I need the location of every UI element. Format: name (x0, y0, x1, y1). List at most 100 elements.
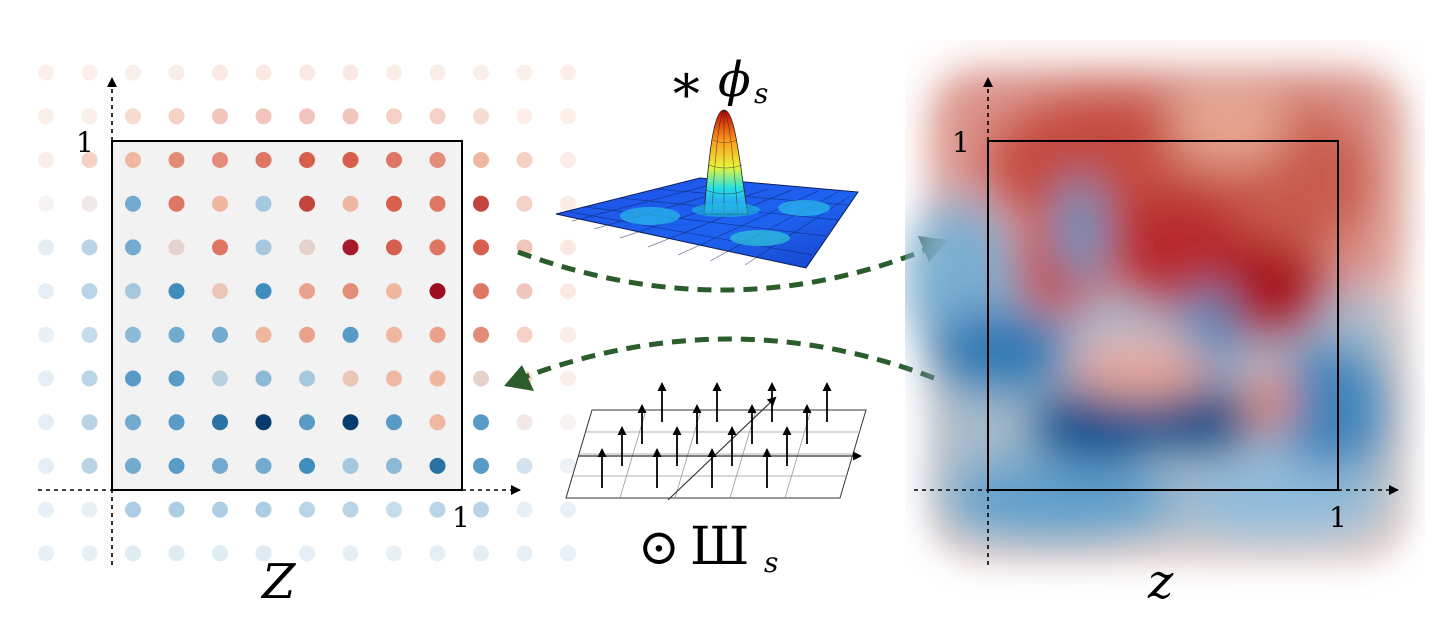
grid-dot (342, 283, 359, 300)
outer-dot (429, 545, 446, 562)
outer-dot (516, 326, 533, 343)
outer-dot (516, 545, 533, 562)
shah-symbol: Ш (690, 517, 749, 577)
grid-dot (473, 239, 489, 256)
grid-dot (429, 370, 446, 387)
outer-dot (516, 414, 533, 431)
outer-dot (560, 195, 576, 212)
outer-dot (38, 326, 54, 343)
grid-dot (429, 326, 446, 343)
grid-dot (342, 152, 359, 168)
outer-dot (81, 545, 98, 562)
grid-dot (299, 370, 315, 387)
outer-dot (81, 457, 98, 474)
outer-dot (81, 108, 98, 125)
grid-dot (168, 457, 185, 474)
grid-dot (255, 457, 272, 474)
grid-dot (386, 370, 402, 387)
right-tick-y: 1 (952, 126, 970, 159)
outer-dot (473, 545, 489, 562)
grid-dot (212, 152, 228, 168)
grid-dot (299, 239, 315, 256)
right-panel-label: z (1147, 554, 1174, 610)
outer-dot (38, 414, 54, 431)
grid-dot (212, 283, 228, 300)
outer-dot (516, 501, 533, 518)
grid-dot (212, 457, 228, 474)
grid-dot (342, 195, 359, 212)
grid-dot (473, 283, 489, 300)
outer-dot (38, 501, 54, 518)
outer-dot (212, 64, 228, 81)
grid-dot (386, 152, 402, 168)
sampling-operator: ⊙ Ш s (565, 382, 867, 579)
outer-dot (342, 545, 359, 562)
outer-dot (81, 64, 98, 81)
outer-dot (560, 501, 576, 518)
grid-dot (429, 414, 446, 431)
grid-dot (255, 370, 272, 387)
outer-dot (560, 326, 576, 343)
grid-dot (473, 195, 489, 212)
pointwise-product-symbol: ⊙ (638, 518, 680, 576)
grid-dot (168, 414, 185, 431)
grid-dot (168, 370, 185, 387)
grid-dot (342, 414, 359, 431)
outer-dot (125, 108, 141, 125)
outer-dot (38, 108, 54, 125)
grid-dot (386, 239, 402, 256)
grid-dot (342, 457, 359, 474)
outer-dot (81, 370, 98, 387)
grid-dot (212, 326, 228, 343)
grid-dot (473, 414, 489, 431)
outer-dot (168, 501, 185, 518)
outer-dot (38, 283, 54, 300)
grid-dot (125, 370, 141, 387)
outer-dot (168, 545, 185, 562)
outer-dot (560, 283, 576, 300)
continuous-field (905, 70, 1410, 565)
outer-dot (516, 152, 533, 168)
outer-dot (255, 501, 272, 518)
outer-dot (473, 501, 489, 518)
grid-dot (299, 326, 315, 343)
outer-dot (516, 195, 533, 212)
outer-dot (386, 501, 402, 518)
grid-dot (255, 239, 272, 256)
grid-dot (473, 326, 489, 343)
outer-dot (38, 152, 54, 168)
outer-dot (38, 457, 54, 474)
grid-dot (429, 457, 446, 474)
outer-dot (212, 545, 228, 562)
outer-dot (560, 64, 576, 81)
outer-dot (81, 283, 98, 300)
grid-dot (473, 370, 489, 387)
grid-dot (168, 195, 185, 212)
outer-dot (342, 64, 359, 81)
grid-dot (299, 152, 315, 168)
convolution-operator: ∗ ϕ s (555, 52, 859, 269)
grid-dot (429, 283, 446, 300)
left-panel-label: Z (260, 554, 297, 610)
grid-dot (386, 414, 402, 431)
grid-dot (125, 414, 141, 431)
grid-dot (255, 326, 272, 343)
grid-dot (168, 239, 185, 256)
outer-dot (560, 370, 576, 387)
outer-dot (386, 108, 402, 125)
grid-dot (125, 195, 141, 212)
outer-dot (212, 501, 228, 518)
left-unit-square (111, 140, 463, 491)
outer-dot (81, 414, 98, 431)
grid-dot (125, 457, 141, 474)
grid-dot (386, 195, 402, 212)
right-panel: 1 1 z (905, 70, 1410, 610)
outer-dot (516, 457, 533, 474)
outer-dot (560, 457, 576, 474)
grid-dot (212, 239, 228, 256)
outer-dot (38, 370, 54, 387)
outer-dot (342, 501, 359, 518)
outer-dot (81, 152, 98, 168)
grid-dot (429, 152, 446, 168)
